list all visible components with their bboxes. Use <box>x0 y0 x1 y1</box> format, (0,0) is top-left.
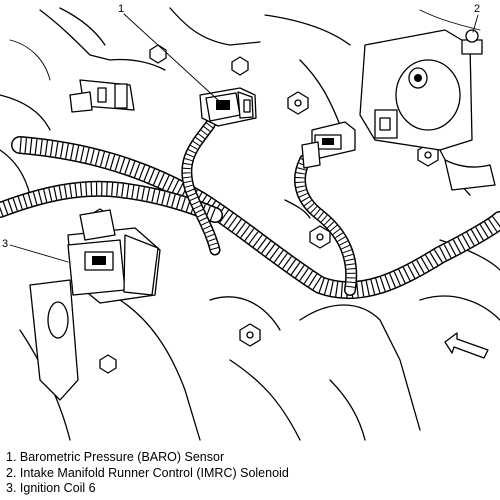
callout-number: 3 <box>2 238 8 250</box>
bolt-icon <box>309 225 331 249</box>
bolt-icon <box>231 56 249 76</box>
direction-arrow-icon <box>444 332 489 359</box>
callout-1: 1 <box>118 3 219 101</box>
callout-2: 2 <box>472 3 480 33</box>
upper-left-connector <box>69 79 135 113</box>
legend-item-ignition-coil: 3. Ignition Coil 6 <box>6 481 96 495</box>
imrc-solenoid <box>359 29 496 196</box>
callout-number: 1 <box>118 3 124 15</box>
baro-sensor <box>199 87 257 127</box>
bolt-icon <box>149 44 167 64</box>
bolt-icon <box>239 323 261 347</box>
legend-item-imrc-solenoid: 2. Intake Manifold Runner Control (IMRC)… <box>6 465 289 480</box>
legend-item-baro-sensor: 1. Barometric Pressure (BARO) Sensor <box>6 450 225 464</box>
bolt-icon <box>99 354 117 374</box>
ignition-coil-6 <box>67 209 161 304</box>
solenoid-harness-connector <box>301 121 356 169</box>
component-legend: 1. Barometric Pressure (BARO) Sensor 2. … <box>6 450 496 497</box>
mounting-bracket <box>29 279 79 401</box>
callout-3: 3 <box>2 238 69 263</box>
callout-number: 2 <box>474 3 480 15</box>
wiring-harness <box>0 119 500 300</box>
bolt-icon <box>287 91 309 115</box>
